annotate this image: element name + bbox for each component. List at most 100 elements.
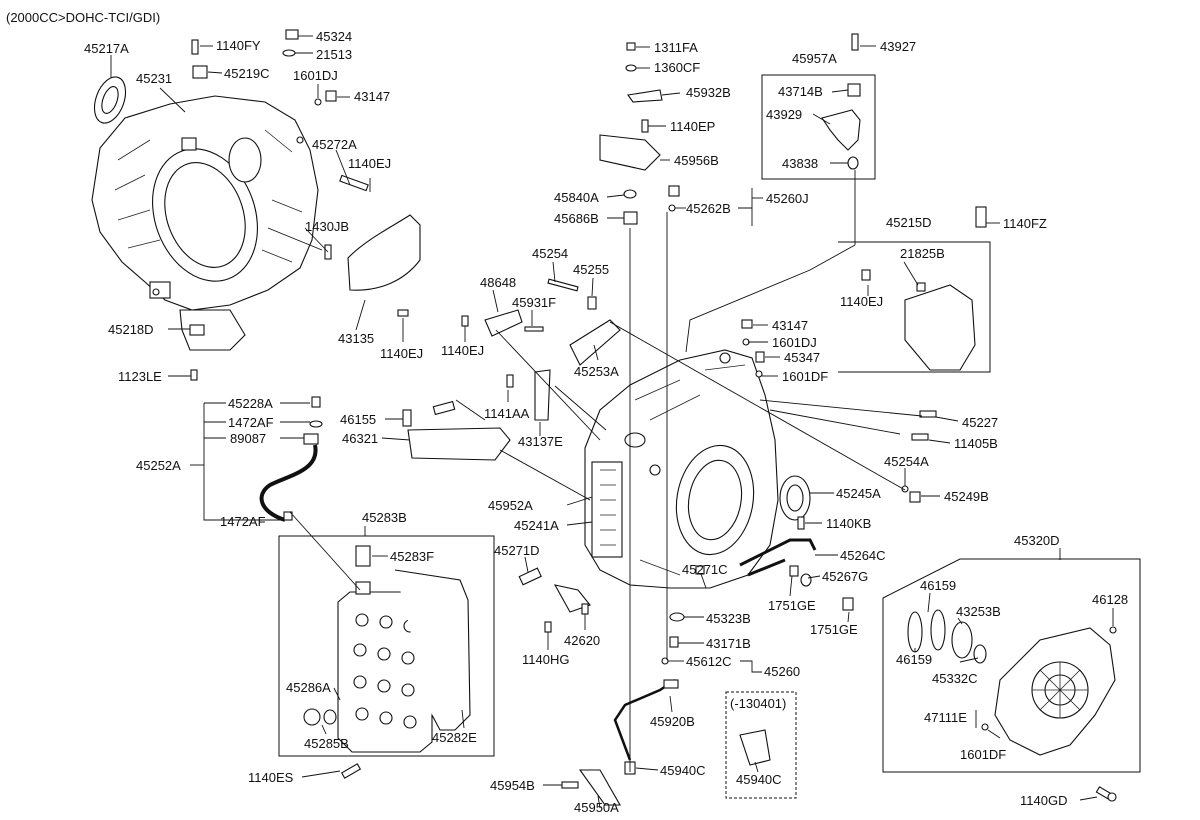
oring-46159-b xyxy=(930,609,946,651)
label-45271D: 45271D xyxy=(494,543,540,558)
seal-45245A-inner xyxy=(786,484,804,512)
lever-43929 xyxy=(821,109,861,151)
bracket-45218D xyxy=(179,309,246,351)
label-1140KB: 1140KB xyxy=(826,516,871,531)
label-47111E: 47111E xyxy=(924,710,967,725)
nut-43714B xyxy=(847,83,861,97)
label-45249B: 45249B xyxy=(944,489,989,504)
label-45950A: 45950A xyxy=(574,800,619,815)
bracket-45932B xyxy=(627,89,663,103)
transaxle-case xyxy=(584,349,779,589)
nut-45840A xyxy=(623,189,637,199)
label-45271C: 45271C xyxy=(682,562,728,577)
label-1601DF-a: 1601DF xyxy=(782,369,828,384)
label-1601DJ-b: 1601DJ xyxy=(772,335,817,350)
label-45254A: 45254A xyxy=(884,454,929,469)
label-45932B: 45932B xyxy=(686,85,731,100)
label-45285B: 45285B xyxy=(304,736,349,751)
label-45231: 45231 xyxy=(136,71,172,86)
label-45283F: 45283F xyxy=(390,549,434,564)
leader-lines xyxy=(110,35,1114,809)
converter-housing xyxy=(91,95,319,311)
label-1140FZ: 1140FZ xyxy=(1003,216,1047,231)
label-43927: 43927 xyxy=(880,39,916,54)
side-cover-45320D xyxy=(994,627,1116,756)
label-1311FA: 1311FA xyxy=(654,40,698,55)
label-46159-b: 46159 xyxy=(896,652,932,667)
label-45282E: 45282E xyxy=(432,730,477,745)
bracket-21825B xyxy=(904,284,976,371)
label-43838: 43838 xyxy=(782,156,818,171)
label-45957A: 45957A xyxy=(792,51,837,66)
label-45612C: 45612C xyxy=(686,654,732,669)
label-45272A: 45272A xyxy=(312,137,357,152)
label-45686B: 45686B xyxy=(554,211,599,226)
oring-46159-a xyxy=(907,611,923,653)
label-48648: 48648 xyxy=(480,275,516,290)
label-45931F: 45931F xyxy=(512,295,556,310)
sensor-45940C-alt xyxy=(739,729,771,766)
label-45260: 45260 xyxy=(764,664,800,679)
label-45332C: 45332C xyxy=(932,671,978,686)
label-45940C-b: 45940C xyxy=(736,772,782,787)
gasket-45282E xyxy=(394,569,471,731)
label-46321: 46321 xyxy=(342,431,378,446)
label-45840A: 45840A xyxy=(554,190,599,205)
label-45283B: 45283B xyxy=(362,510,407,525)
label-1140HG: 1140HG xyxy=(522,652,569,667)
label-45264C: 45264C xyxy=(840,548,886,563)
label-1123LE: 1123LE xyxy=(118,369,162,384)
label-45218D: 45218D xyxy=(108,322,154,337)
rod-42620 xyxy=(553,584,591,613)
label-45252A: 45252A xyxy=(136,458,181,473)
callout-labels: 1140FY 45324 21513 45217A 45231 45219C 1… xyxy=(84,29,1128,815)
label-42620: 42620 xyxy=(564,633,600,648)
label-46155: 46155 xyxy=(340,412,376,427)
label-46159-a: 46159 xyxy=(920,578,956,593)
label-43137E: 43137E xyxy=(518,434,563,449)
hose-45252A xyxy=(259,444,318,522)
frame-130401 xyxy=(725,691,797,799)
label-43253B: 43253B xyxy=(956,604,1001,619)
label-45347: 45347 xyxy=(784,350,820,365)
label-1140EJ-c: 1140EJ xyxy=(840,294,883,309)
frame-45320D xyxy=(882,558,1141,773)
variant-title: (2000CC>DOHC-TCI/GDI) xyxy=(6,10,160,25)
label-45255: 45255 xyxy=(573,262,609,277)
frame-45957A xyxy=(761,74,876,180)
strainer-neck xyxy=(432,400,456,416)
label-45952A: 45952A xyxy=(488,498,533,513)
label-1751GE-b: 1751GE xyxy=(810,622,858,637)
label-45227: 45227 xyxy=(962,415,998,430)
lever-45253A xyxy=(569,319,621,366)
label-1140ES: 1140ES xyxy=(248,770,294,785)
label-1140GD: 1140GD xyxy=(1020,793,1067,808)
label-1472AF-b: 1472AF xyxy=(220,514,266,529)
label-1751GE-a: 1751GE xyxy=(768,598,816,613)
shim-45332C xyxy=(973,644,987,664)
filter-45283F xyxy=(355,545,371,567)
label-45253A: 45253A xyxy=(574,364,619,379)
label-45267G: 45267G xyxy=(822,569,868,584)
plate-43137E xyxy=(534,369,551,421)
label-45215D: 45215D xyxy=(886,215,932,230)
bushing-45686B xyxy=(623,211,638,225)
bracket-45950A xyxy=(578,769,621,806)
label-43714B: 43714B xyxy=(778,84,823,99)
strainer-46321 xyxy=(407,427,511,461)
label-45217A: 45217A xyxy=(84,41,129,56)
label-11405B: 11405B xyxy=(954,436,998,451)
label-1360CF: 1360CF xyxy=(654,60,700,75)
label-1140EP: 1140EP xyxy=(670,119,715,134)
bracket-48648 xyxy=(484,309,523,337)
label-45254: 45254 xyxy=(532,246,568,261)
label-45954B: 45954B xyxy=(490,778,535,793)
label-1430JB: 1430JB xyxy=(305,219,349,234)
label-45286A: 45286A xyxy=(286,680,331,695)
label-1601DJ-a: 1601DJ xyxy=(293,68,338,83)
label-43929: 43929 xyxy=(766,107,802,122)
label-1140EJ-d: 1140EJ xyxy=(441,343,484,358)
label-45241A: 45241A xyxy=(514,518,559,533)
label-45245A: 45245A xyxy=(836,486,881,501)
label-1141AA: 1141AA xyxy=(484,406,530,421)
